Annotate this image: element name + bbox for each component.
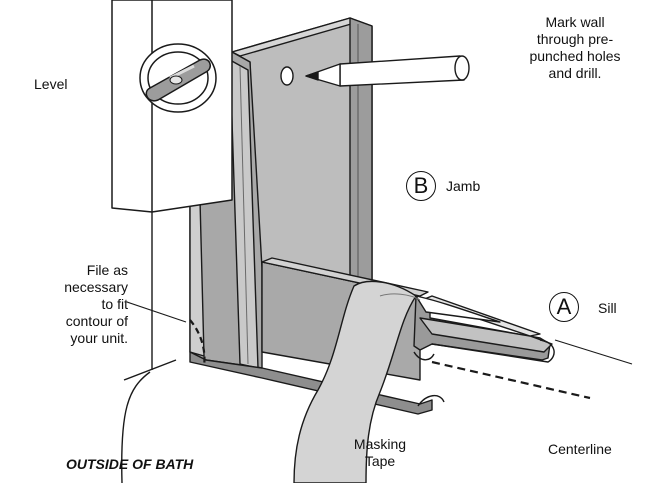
level-tool (111, 0, 233, 213)
label-masking-tape-line-1: Masking (353, 436, 407, 452)
label-jamb: Jamb (446, 178, 481, 194)
label-mark-wall-line-4: and drill. (548, 65, 602, 81)
file-contour-dashed-line (189, 319, 206, 367)
label-level: Level (34, 76, 68, 92)
label-masking-tape: Masking Tape (340, 436, 420, 470)
label-file-note-line-1: File as (86, 262, 128, 278)
label-masking-tape-line-2: Tape (364, 453, 396, 469)
label-file-note-line-4: contour of (65, 313, 128, 329)
callout-a: A (549, 292, 579, 322)
label-sill: Sill (598, 300, 617, 316)
label-outside-of-bath: OUTSIDE OF BATH (66, 456, 194, 472)
wall-outline (121, 205, 177, 483)
leader-lines (126, 301, 633, 365)
pencil (305, 55, 470, 87)
label-mark-wall-line-3: punched holes (529, 48, 621, 64)
label-centerline: Centerline (548, 441, 612, 457)
label-file-note-line-5: your unit. (70, 330, 128, 346)
label-file-note-line-2: necessary (64, 279, 128, 295)
label-file-note-line-3: to fit (101, 296, 128, 312)
label-mark-wall-line-1: Mark wall (545, 14, 605, 30)
label-mark-wall: Mark wall through pre- punched holes and… (500, 14, 650, 82)
label-mark-wall-line-2: through pre- (536, 31, 614, 47)
callout-b: B (406, 171, 436, 201)
masking-tape (293, 280, 501, 483)
centerline-dashed-line (431, 360, 591, 400)
label-file-note: File as necessary to fit contour of your… (18, 262, 128, 347)
